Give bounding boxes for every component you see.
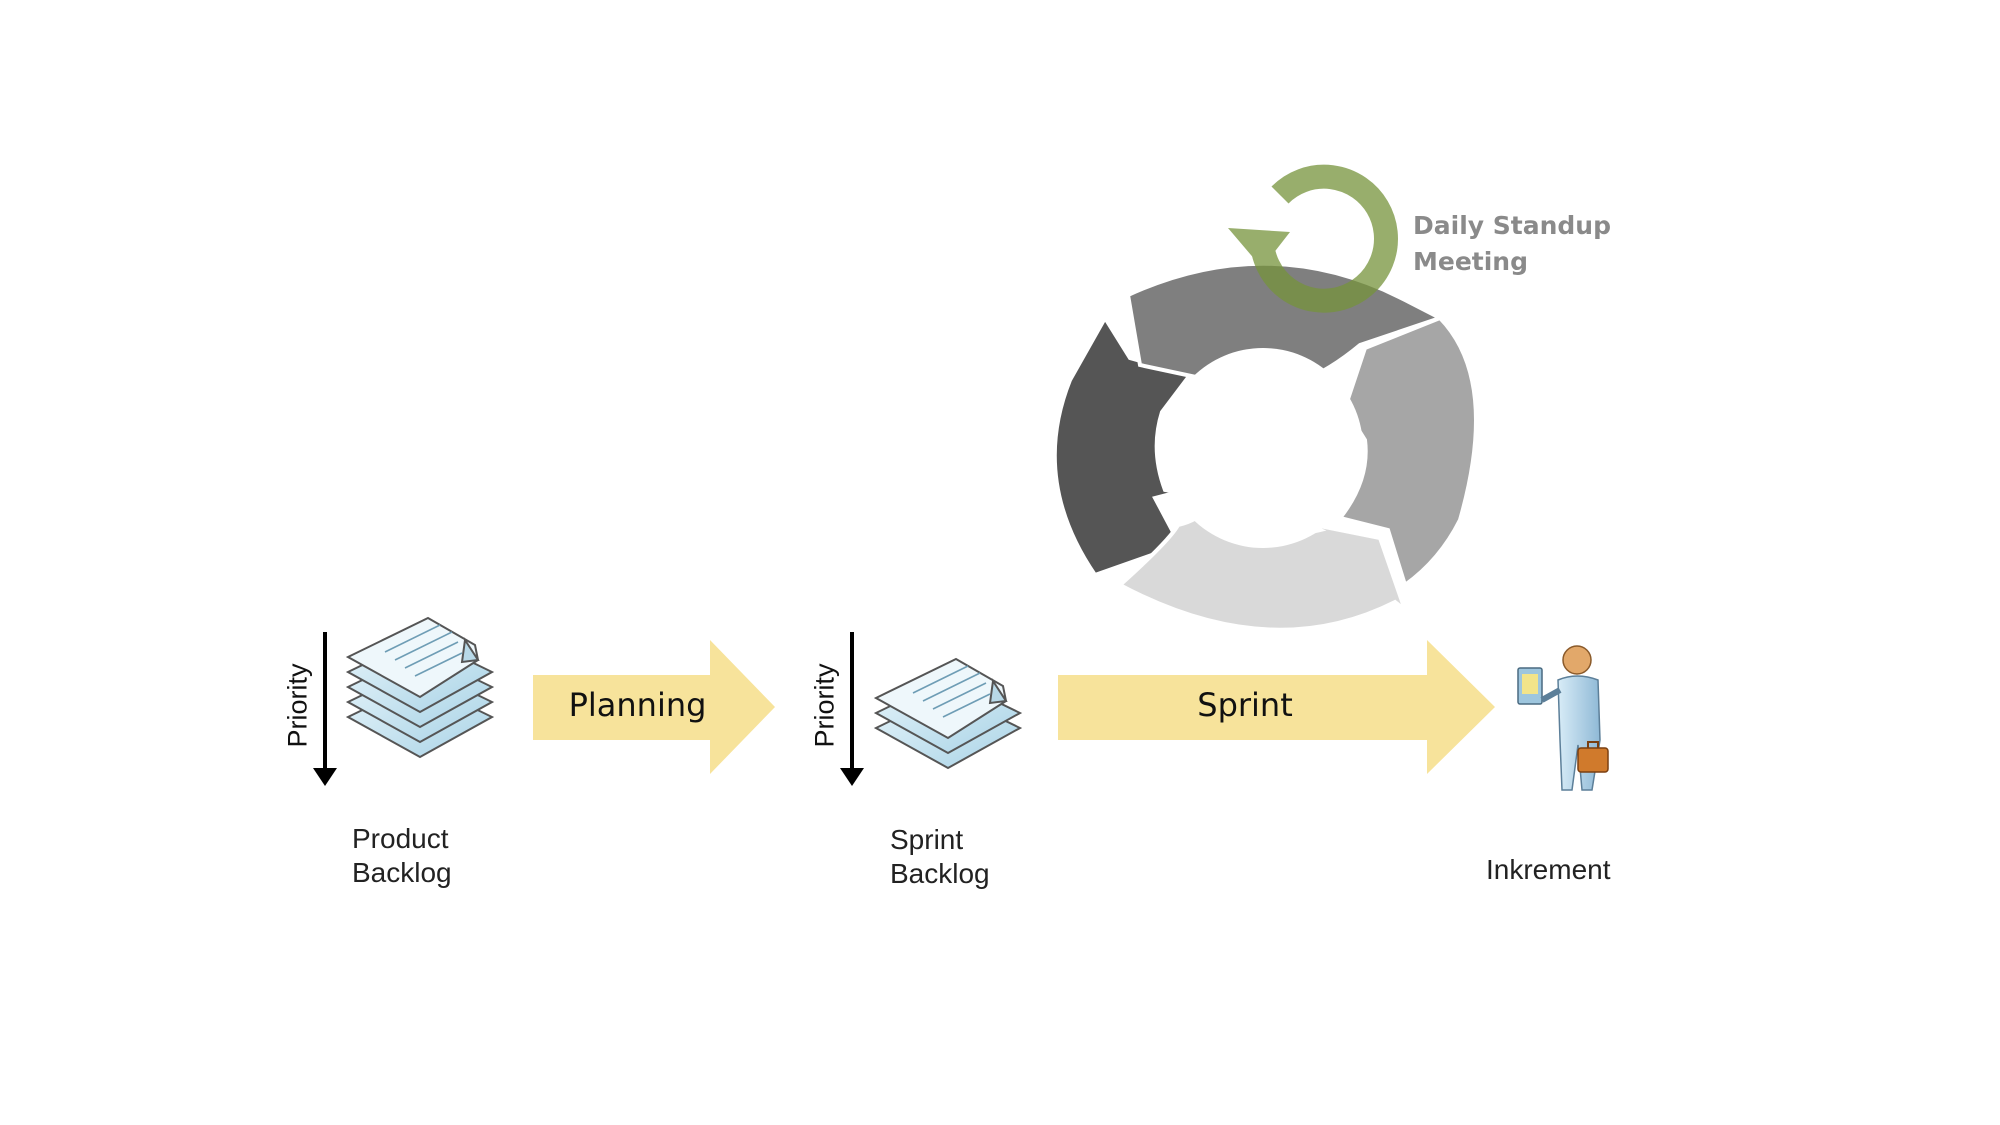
- planning-arrow: [533, 640, 775, 774]
- planning-label: Planning: [568, 686, 707, 724]
- sprint-arrow: [1058, 640, 1495, 774]
- priority-arrow-icon: [840, 632, 864, 786]
- sprint-label: Sprint: [1197, 686, 1293, 724]
- daily-standup-icon: [1228, 164, 1398, 313]
- sprint-cycle-icon: [1052, 261, 1478, 632]
- document-stack-icon: [873, 657, 1023, 770]
- product-backlog-label: Product Backlog: [352, 823, 452, 888]
- daily-standup-label: Daily Standup Meeting: [1413, 211, 1611, 276]
- sprint-backlog-label: Sprint Backlog: [890, 824, 990, 889]
- priority-label: Priority: [809, 663, 840, 748]
- person-icon: [1517, 645, 1609, 791]
- priority-arrow-icon: [313, 632, 337, 786]
- priority-label: Priority: [282, 663, 313, 748]
- increment-label: Inkrement: [1486, 854, 1611, 885]
- document-stack-icon: [345, 616, 495, 759]
